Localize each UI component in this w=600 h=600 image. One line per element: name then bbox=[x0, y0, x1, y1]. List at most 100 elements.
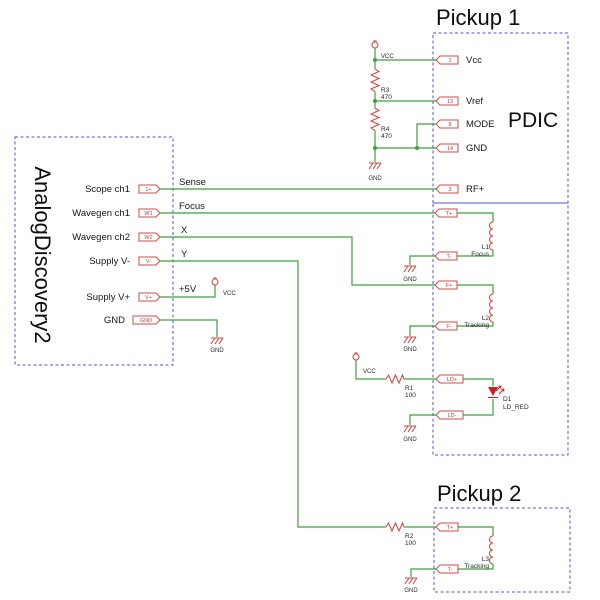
wire-tminus-gnd[interactable] bbox=[409, 255, 435, 265]
pin-ad2-gnd-label: GND bbox=[104, 315, 125, 326]
pin-ldminus[interactable]: LD- bbox=[435, 410, 464, 420]
pin-ldplus[interactable]: LD+ bbox=[435, 374, 464, 384]
wire-fminus-gnd[interactable] bbox=[409, 325, 435, 336]
wire-d1-ldminus[interactable] bbox=[463, 399, 494, 416]
svg-text:F-: F- bbox=[446, 324, 451, 330]
wire-p2-tminus-gnd[interactable] bbox=[410, 568, 436, 577]
net-label-x: X bbox=[181, 225, 188, 236]
resistor-r2-value: 100 bbox=[405, 540, 416, 547]
svg-text:GND: GND bbox=[140, 318, 152, 324]
junction-dot bbox=[373, 146, 377, 150]
led-d1[interactable] bbox=[488, 385, 505, 398]
pdic-pin-rfplus-label: RF+ bbox=[466, 184, 485, 195]
wire-x[interactable] bbox=[160, 236, 435, 286]
resistor-r1-ref: R1 bbox=[405, 385, 414, 392]
led-d1-ref: D1 bbox=[503, 396, 512, 403]
pin-tplus[interactable]: T+ bbox=[434, 208, 458, 218]
inductor-l1[interactable] bbox=[488, 221, 494, 251]
inductor-l3-value: Tracking bbox=[464, 563, 489, 570]
resistor-r1-value: 100 bbox=[405, 392, 416, 399]
pin-supply-vplus-label: Supply V+ bbox=[86, 292, 130, 303]
pin-fminus[interactable]: F- bbox=[434, 321, 458, 331]
wire-y[interactable] bbox=[160, 260, 385, 528]
svg-text:T-: T- bbox=[448, 567, 453, 573]
gnd-symbol[interactable] bbox=[404, 577, 418, 585]
resistor-r3-ref: R3 bbox=[381, 87, 390, 94]
vcc-symbol[interactable] bbox=[352, 352, 360, 361]
pdic-pin-mode[interactable]: 8 bbox=[435, 119, 459, 129]
svg-text:13: 13 bbox=[447, 99, 453, 105]
resistor-r3[interactable] bbox=[369, 68, 381, 93]
svg-text:V+: V+ bbox=[145, 295, 152, 301]
gnd-symbol[interactable] bbox=[403, 425, 417, 433]
vcc-label: VCC bbox=[363, 369, 376, 375]
wire-p2-tplus-l3[interactable] bbox=[457, 526, 494, 536]
pin-p2-tminus[interactable]: T- bbox=[435, 564, 459, 574]
resistor-r1[interactable] bbox=[385, 373, 405, 385]
pin-wavegen-ch2-label: Wavegen ch2 bbox=[72, 232, 130, 243]
pdic-pin-mode-label: MODE bbox=[466, 119, 495, 130]
gnd-label: GND bbox=[368, 176, 382, 182]
net-label-plus5v: +5V bbox=[179, 284, 197, 295]
gnd-symbol[interactable] bbox=[210, 337, 224, 345]
pickup1-title: Pickup 1 bbox=[436, 5, 520, 30]
wire-l3-p2-tminus[interactable] bbox=[457, 564, 494, 570]
svg-text:W1: W1 bbox=[144, 211, 152, 217]
gnd-symbol[interactable] bbox=[368, 162, 382, 170]
wire-ldplus-d1[interactable] bbox=[463, 378, 494, 386]
pdic-pin-vcc-label: Vcc bbox=[466, 55, 482, 66]
wire-vcc-r1[interactable] bbox=[355, 360, 385, 380]
svg-text:14: 14 bbox=[447, 146, 453, 152]
wire-fplus-l2[interactable] bbox=[457, 284, 494, 294]
pin-wavegen-ch1-label: Wavegen ch1 bbox=[72, 208, 130, 219]
wire-l2-fminus[interactable] bbox=[457, 322, 494, 327]
inductor-l2-ref: L2 bbox=[482, 315, 490, 322]
wire-ad2-gnd[interactable] bbox=[160, 319, 218, 337]
gnd-label: GND bbox=[404, 588, 418, 594]
inductor-l2[interactable] bbox=[488, 293, 494, 323]
wire-l1-tminus[interactable] bbox=[457, 250, 494, 257]
resistor-r3-value: 470 bbox=[381, 94, 392, 101]
gnd-symbol[interactable] bbox=[403, 336, 417, 344]
sheet-box-analogdiscovery2 bbox=[14, 136, 174, 366]
svg-text:LD-: LD- bbox=[448, 413, 457, 419]
wire-tplus-l1[interactable] bbox=[457, 212, 494, 222]
svg-text:1: 1 bbox=[448, 58, 451, 64]
pdic-pin-rfplus[interactable]: 3 bbox=[435, 184, 459, 194]
pin-wavegen-ch2[interactable]: W2 bbox=[138, 232, 161, 242]
inductor-l1-ref: L1 bbox=[482, 244, 490, 251]
pdic-pin-vref-label: Vref bbox=[466, 96, 483, 107]
pin-wavegen-ch1[interactable]: W1 bbox=[138, 208, 161, 218]
pin-supply-vplus[interactable]: V+ bbox=[138, 292, 161, 302]
pin-supply-vminus[interactable]: V- bbox=[138, 256, 161, 266]
vcc-symbol[interactable] bbox=[371, 40, 379, 49]
pdic-pin-gnd[interactable]: 14 bbox=[435, 143, 459, 153]
resistor-r2[interactable] bbox=[385, 521, 405, 533]
pin-scope-ch1-label: Scope ch1 bbox=[85, 184, 130, 195]
svg-text:8: 8 bbox=[448, 122, 451, 128]
svg-text:LD+: LD+ bbox=[447, 377, 457, 383]
svg-text:3: 3 bbox=[448, 187, 451, 193]
pickup2-title: Pickup 2 bbox=[437, 481, 521, 506]
inductor-l3[interactable] bbox=[488, 535, 494, 565]
resistor-r4[interactable] bbox=[369, 107, 381, 132]
ad2-title: AnalogDiscovery2 bbox=[30, 166, 55, 343]
junction-dot bbox=[373, 99, 377, 103]
vcc-symbol[interactable] bbox=[211, 277, 219, 286]
pin-scope-ch1[interactable]: 1+ bbox=[138, 184, 161, 194]
wire-plus5v[interactable] bbox=[160, 285, 216, 298]
pin-ad2-gnd[interactable]: GND bbox=[132, 315, 161, 325]
junction-dot bbox=[373, 58, 377, 62]
wire-ldminus-gnd[interactable] bbox=[409, 414, 436, 425]
gnd-symbol[interactable] bbox=[403, 265, 417, 273]
pin-p2-tplus[interactable]: T+ bbox=[435, 522, 459, 532]
pdic-pin-vcc[interactable]: 1 bbox=[435, 55, 459, 65]
wire-mode-pin[interactable] bbox=[416, 123, 437, 148]
svg-text:T+: T+ bbox=[446, 211, 453, 217]
pin-tminus[interactable]: T- bbox=[434, 251, 458, 261]
pdic-pin-vref[interactable]: 13 bbox=[435, 96, 459, 106]
vcc-label: VCC bbox=[223, 291, 236, 297]
inductor-l2-value: Tracking bbox=[464, 322, 489, 329]
pin-fplus[interactable]: F+ bbox=[434, 280, 458, 290]
